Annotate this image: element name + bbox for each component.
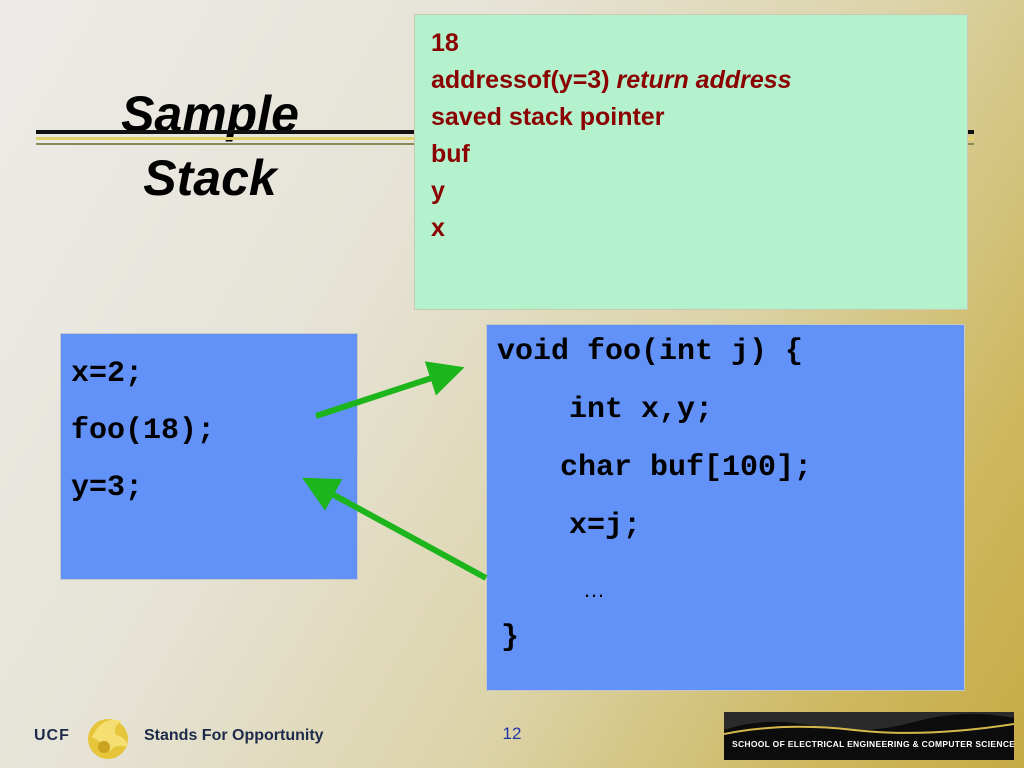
caller-line-1: x=2; — [71, 357, 144, 391]
call-arrow — [315, 361, 465, 419]
caller-line-3: y=3; — [71, 471, 144, 505]
slide-title-line-2: Stack — [143, 150, 277, 206]
stack-contents-box: 18 addressof(y=3) return address saved s… — [414, 14, 968, 310]
callee-line-4: x=j; — [569, 509, 642, 543]
callee-line-1: void foo(int j) { — [497, 335, 804, 369]
page-number: 12 — [502, 724, 522, 743]
callee-line-2: int x,y; — [569, 393, 714, 427]
school-badge: SCHOOL OF ELECTRICAL ENGINEERING & COMPU… — [724, 712, 1014, 760]
stack-entry-arg: 18 — [431, 29, 459, 57]
ucf-tagline: Stands For Opportunity — [144, 727, 324, 744]
pegasus-logo-icon — [88, 719, 128, 759]
ucf-label: UCF — [34, 727, 70, 744]
school-name: SCHOOL OF ELECTRICAL ENGINEERING & COMPU… — [732, 739, 1014, 749]
callee-line-close: } — [501, 621, 520, 655]
callee-code-box: void foo(int j) { int x,y; char buf[100]… — [486, 324, 965, 691]
badge-wave-icon — [724, 712, 1014, 735]
callee-line-ellipsis: … — [583, 577, 605, 602]
return-address-note: return address — [616, 66, 792, 94]
stack-entry-x: x — [431, 214, 445, 242]
stack-entry-saved-sp: saved stack pointer — [431, 103, 665, 131]
caller-line-2: foo(18); — [71, 414, 216, 448]
stack-entry-buf: buf — [431, 140, 470, 168]
caller-code-box: x=2; foo(18); y=3; — [60, 333, 358, 580]
stack-entry-y: y — [431, 177, 445, 205]
return-arrow — [302, 477, 488, 581]
callee-line-3: char buf[100]; — [560, 451, 813, 485]
stack-entry-return-address: addressof(y=3) return address — [431, 66, 792, 94]
